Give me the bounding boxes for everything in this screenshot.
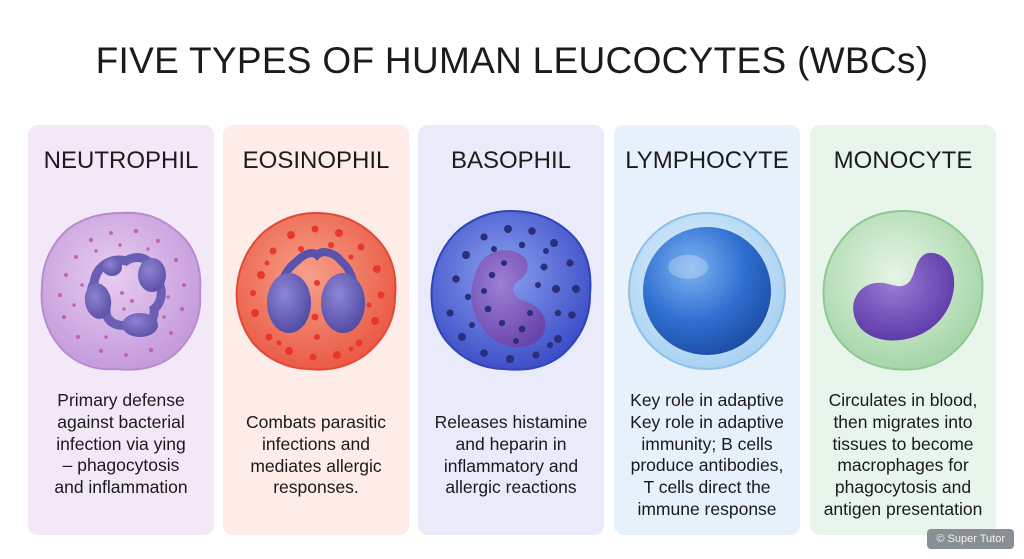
description-line: and inflammation: [54, 477, 188, 498]
card-description: Primary defense against bacterial infect…: [34, 390, 208, 499]
card-description: Combats parasitic infections and mediate…: [229, 412, 403, 499]
card-basophil: BASOPHIL: [418, 125, 604, 535]
description-line: inflammatory and: [443, 455, 579, 476]
page-title: FIVE TYPES OF HUMAN LEUCOCYTES (WBCs): [95, 40, 929, 81]
neutrophil-cell-illustration: [36, 205, 206, 375]
description-line: Primary defense: [57, 390, 185, 410]
lymphocyte-cell-illustration: [622, 205, 792, 375]
description-line: immune response: [637, 498, 777, 519]
description-line: antigen presentation: [823, 498, 983, 519]
description-line: T cells direct the: [643, 477, 771, 498]
card-description: Key role in adaptive Key role in adaptiv…: [620, 390, 794, 521]
description-line: macrophages for: [837, 455, 969, 476]
description-line: Releases histamine: [434, 412, 588, 432]
watermark-badge: © Super Tutor: [927, 529, 1014, 549]
description-line: infection via ying: [56, 433, 186, 454]
description-line: phagocytosis and: [834, 477, 972, 498]
card-neutrophil: NEUTROPHIL: [28, 125, 214, 535]
description-line: immunity; B cells: [641, 433, 773, 454]
card-lymphocyte: LYMPHOCYTE Key role in adaptive Key role…: [614, 125, 800, 535]
card-title: LYMPHOCYTE: [625, 147, 789, 174]
description-line: mediates allergic: [250, 455, 382, 476]
description-line: Key role in adaptive: [630, 411, 784, 432]
description-line: produce antibodies,: [630, 455, 784, 476]
card-title: MONOCYTE: [833, 147, 973, 174]
description-line: Circulates in blood,: [828, 390, 978, 410]
description-line: then migrates into: [833, 411, 973, 432]
description-line: allergic reactions: [445, 477, 577, 498]
card-eosinophil: EOSINOPHIL: [223, 125, 409, 535]
monocyte-cell-illustration: [818, 205, 988, 375]
card-title: BASOPHIL: [450, 147, 572, 174]
description-line: against bacterial: [57, 411, 185, 432]
card-title: NEUTROPHIL: [43, 147, 199, 174]
description-line: – phagocytosis: [62, 455, 180, 476]
description-line: infections and: [262, 433, 370, 454]
card-title: EOSINOPHIL: [242, 147, 390, 174]
card-description: Circulates in blood, then migrates into …: [816, 390, 990, 521]
card-description: Releases histamine and heparin in inflam…: [424, 412, 598, 499]
eosinophil-cell-illustration: [231, 205, 401, 375]
description-line: responses.: [273, 477, 359, 498]
description-line: Key role in adaptive: [630, 390, 784, 410]
description-line: and heparin in: [455, 433, 567, 454]
description-line: Combats parasitic: [245, 412, 387, 432]
card-monocyte: MONOCYTE Circulates in blood, then migra…: [810, 125, 996, 535]
description-line: tissues to become: [832, 433, 974, 454]
basophil-cell-illustration: [426, 205, 596, 375]
